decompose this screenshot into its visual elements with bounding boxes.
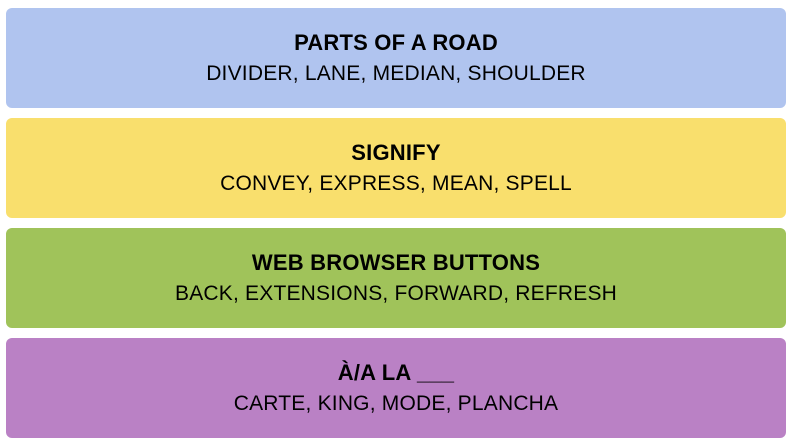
- group-members: CONVEY, EXPRESS, MEAN, SPELL: [220, 171, 572, 195]
- solved-group-4: À/A LA ___ CARTE, KING, MODE, PLANCHA: [6, 338, 786, 438]
- group-title: SIGNIFY: [351, 139, 441, 165]
- group-title: WEB BROWSER BUTTONS: [251, 249, 541, 275]
- group-members: DIVIDER, LANE, MEDIAN, SHOULDER: [206, 61, 586, 85]
- group-members: BACK, EXTENSIONS, FORWARD, REFRESH: [174, 281, 618, 305]
- solved-group-2: SIGNIFY CONVEY, EXPRESS, MEAN, SPELL: [6, 118, 786, 218]
- solved-group-1: PARTS OF A ROAD DIVIDER, LANE, MEDIAN, S…: [6, 8, 786, 108]
- group-members: CARTE, KING, MODE, PLANCHA: [233, 391, 559, 415]
- solved-group-3: WEB BROWSER BUTTONS BACK, EXTENSIONS, FO…: [6, 228, 786, 328]
- group-title: À/A LA ___: [337, 359, 455, 385]
- group-title: PARTS OF A ROAD: [294, 29, 498, 55]
